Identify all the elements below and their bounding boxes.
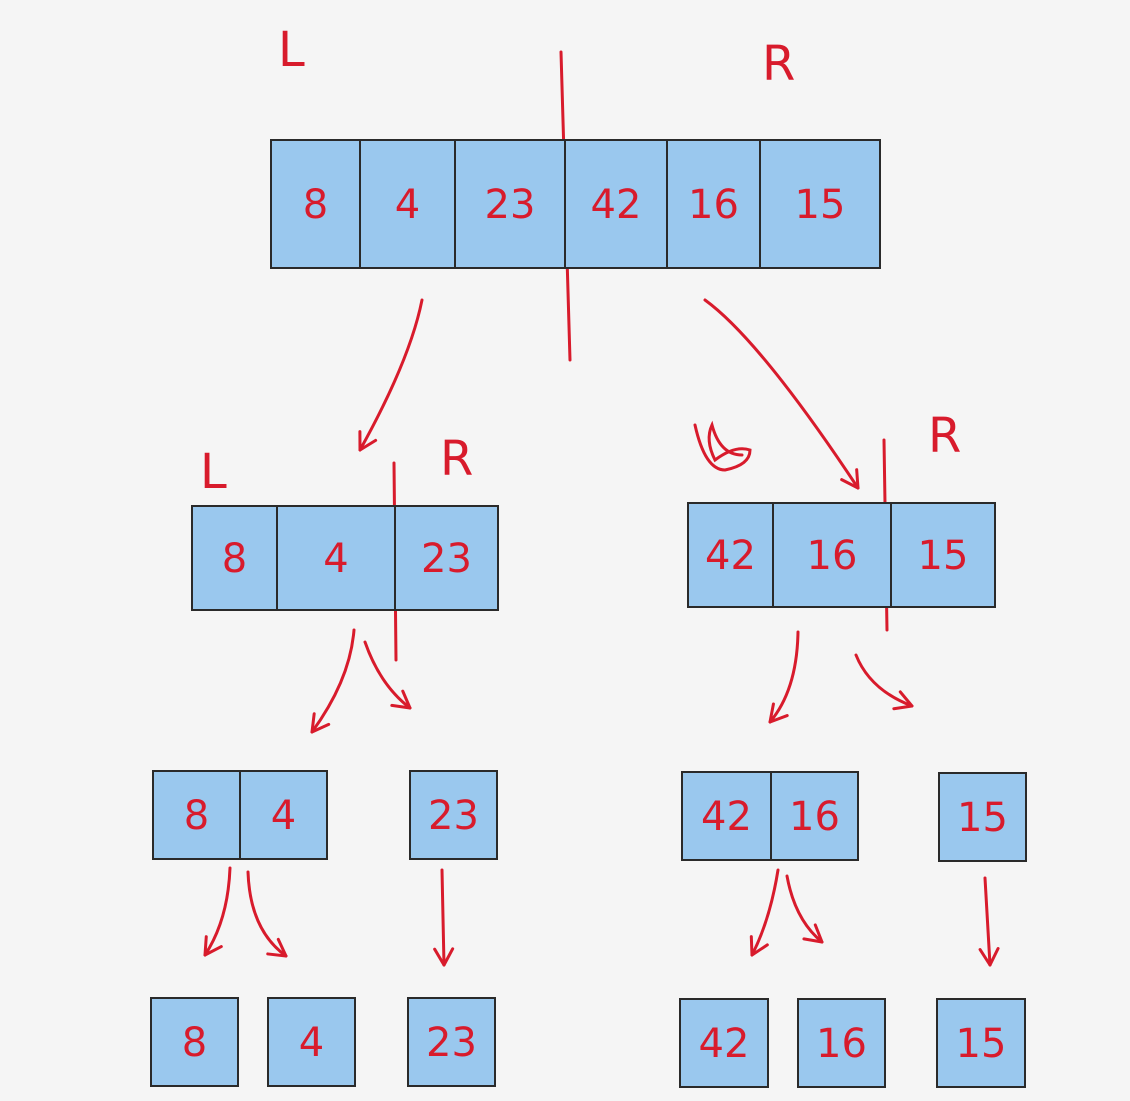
array-cell <box>679 998 769 1088</box>
array-left-right: 23 <box>409 770 498 860</box>
cell-value: 23 <box>426 1020 477 1066</box>
array-cell <box>409 770 498 860</box>
array-leaf-42: 42 <box>679 998 769 1088</box>
cell-value: 15 <box>957 795 1008 841</box>
array-right-left: 42 16 <box>681 771 859 861</box>
cell-value: 4 <box>271 793 296 839</box>
array-right: 42 16 15 <box>687 502 996 608</box>
array-cell <box>267 997 356 1087</box>
cell-value: 8 <box>182 1020 207 1066</box>
scribble-mark <box>693 420 752 472</box>
arrow-root-to-left <box>358 298 424 452</box>
array-cell <box>797 998 886 1088</box>
cell-value: 42 <box>701 794 752 840</box>
arrow-rr-to-15 <box>978 876 1000 967</box>
arrow-right-to-rl <box>768 630 800 724</box>
array-leaf-4: 4 <box>267 997 356 1087</box>
cell-value: 4 <box>323 536 348 582</box>
array-right-right: 15 <box>938 772 1027 862</box>
side-labels: L R L R R <box>200 22 961 500</box>
cell-value: 4 <box>395 182 420 228</box>
arrows <box>203 298 1000 967</box>
cell-value: 15 <box>918 533 969 579</box>
top-right-label: R <box>762 36 795 92</box>
top-left-label: L <box>278 22 305 78</box>
arrow-ll-to-4 <box>246 870 288 958</box>
array-leaf-15: 15 <box>936 998 1026 1088</box>
cell-value: 15 <box>956 1021 1007 1067</box>
array-cell <box>191 505 278 611</box>
arrow-lr-to-23 <box>433 868 455 967</box>
arrow-root-to-right <box>703 298 860 490</box>
cell-value: 42 <box>705 533 756 579</box>
arrow-right-to-rr <box>854 653 914 711</box>
array-cell <box>454 139 566 269</box>
cell-value: 8 <box>222 536 247 582</box>
cell-value: 23 <box>428 793 479 839</box>
array-leaf-8: 8 <box>150 997 239 1087</box>
cell-value: 23 <box>485 182 536 228</box>
arrow-rl-to-16 <box>785 874 824 944</box>
cell-value: 8 <box>184 793 209 839</box>
cell-value: 16 <box>816 1021 867 1067</box>
cell-value: 23 <box>421 536 472 582</box>
cell-value: 16 <box>807 533 858 579</box>
cell-value: 16 <box>688 182 739 228</box>
array-leaf-23: 23 <box>407 997 496 1087</box>
cell-value: 15 <box>795 182 846 228</box>
right-subarray-right-label: R <box>928 408 961 464</box>
array-cell <box>666 139 761 269</box>
array-left: 8 4 23 <box>191 505 499 611</box>
array-cell <box>359 139 456 269</box>
array-cell <box>564 139 668 269</box>
array-cell <box>770 771 859 861</box>
array-root: 8 4 23 42 16 15 <box>270 139 881 269</box>
cell-value: 42 <box>591 182 642 228</box>
array-cell <box>687 502 774 608</box>
arrow-left-to-ll <box>310 628 356 734</box>
array-cell <box>150 997 239 1087</box>
cell-value: 16 <box>789 794 840 840</box>
cell-value: 8 <box>303 182 328 228</box>
cell-value: 4 <box>299 1020 324 1066</box>
array-cell <box>890 502 996 608</box>
array-cell <box>270 139 361 269</box>
array-cell <box>407 997 496 1087</box>
arrow-rl-to-42 <box>749 868 780 957</box>
array-cell <box>276 505 396 611</box>
array-cell <box>239 770 328 860</box>
array-cell <box>394 505 499 611</box>
left-subarray-left-label: L <box>200 444 227 500</box>
array-cell <box>759 139 881 269</box>
array-cell <box>936 998 1026 1088</box>
arrow-ll-to-8 <box>203 866 232 957</box>
cell-value: 42 <box>699 1021 750 1067</box>
array-leaf-16: 16 <box>797 998 886 1088</box>
left-subarray-right-label: R <box>440 431 473 487</box>
array-cell <box>938 772 1027 862</box>
array-cell <box>772 502 892 608</box>
arrow-left-to-lr <box>363 640 412 710</box>
